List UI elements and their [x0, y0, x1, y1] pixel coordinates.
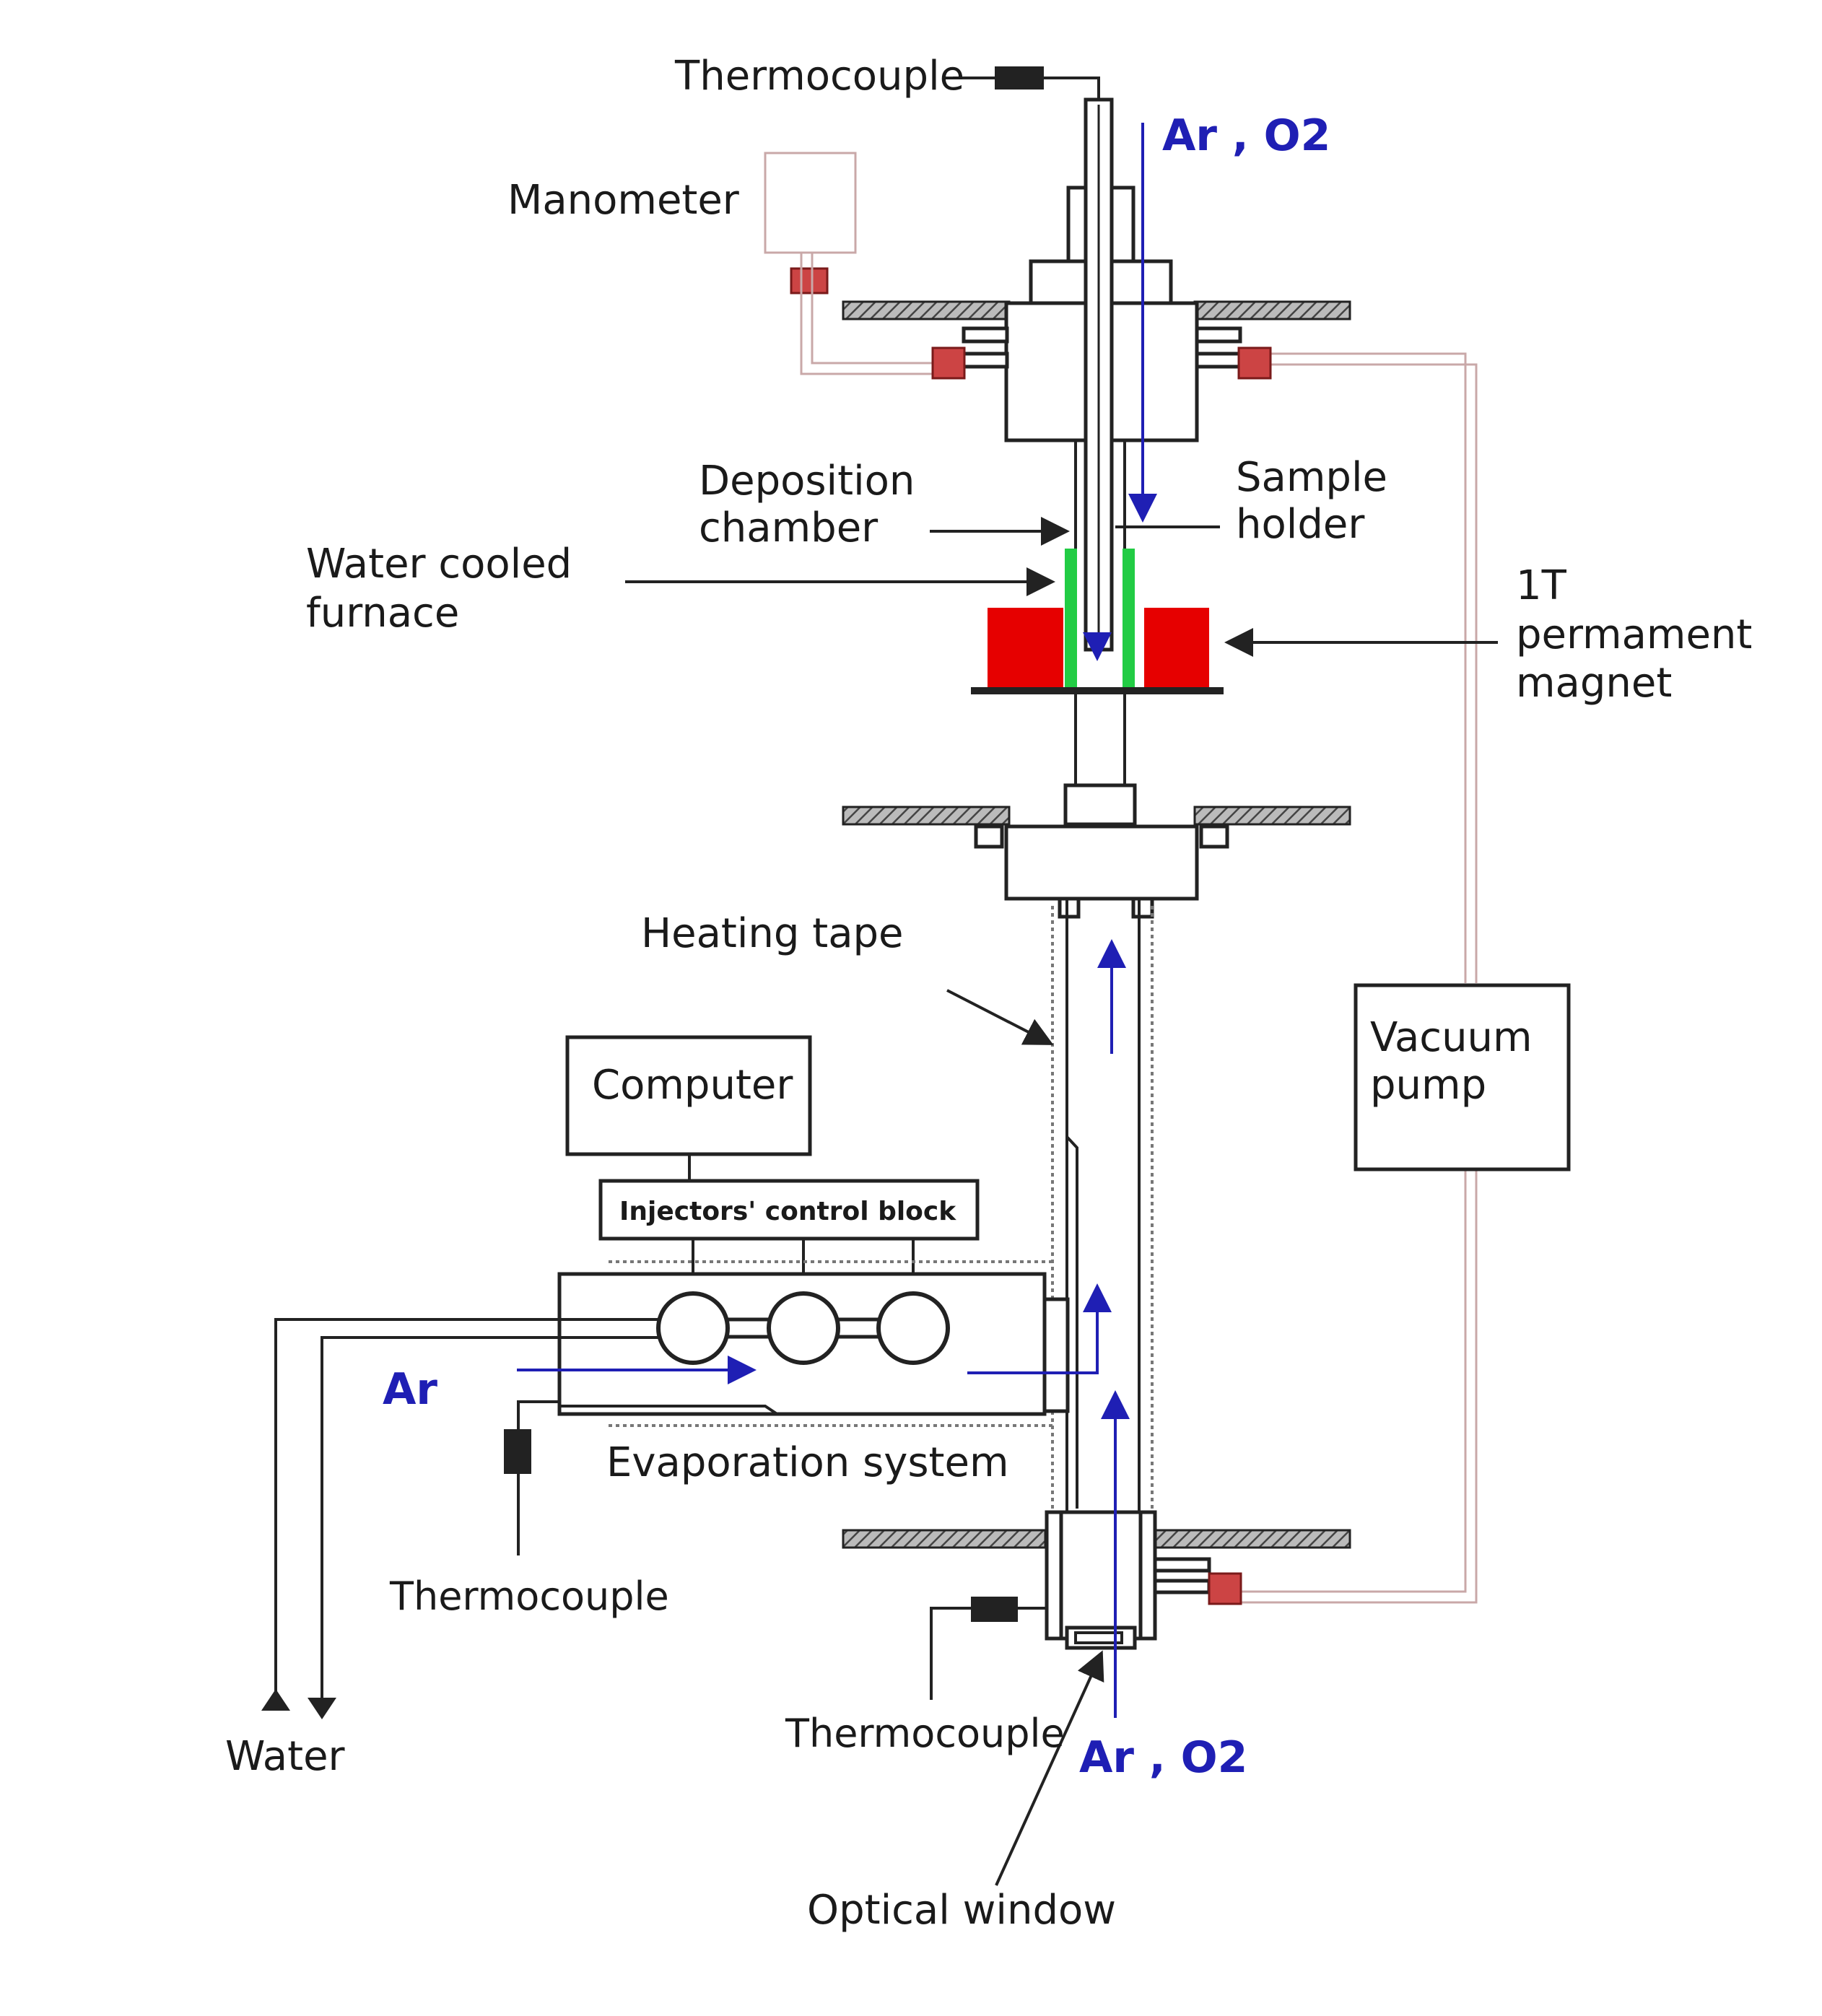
injectors	[656, 1291, 950, 1365]
label-thermocouple-bottom: Thermocouple	[785, 1711, 1065, 1756]
label-thermocouple-left: Thermocouple	[389, 1574, 669, 1619]
water-cooled-furnace	[1065, 549, 1135, 691]
label-optical-window: Optical window	[807, 1887, 1116, 1934]
label-manometer: Manometer	[507, 177, 740, 224]
label-magnet-2: permament	[1516, 611, 1752, 658]
label-computer: Computer	[592, 1062, 793, 1109]
label-heating-tape: Heating tape	[641, 910, 904, 957]
label-magnet-3: magnet	[1516, 660, 1672, 707]
label-thermocouple-top: Thermocouple	[674, 53, 964, 100]
thermocouple-bottom	[930, 1607, 971, 1700]
sample-holder	[1084, 97, 1114, 652]
label-sample-holder-2: holder	[1236, 501, 1365, 548]
label-water: Water	[225, 1733, 346, 1780]
label-vacuum-pump-1: Vacuum	[1370, 1014, 1533, 1061]
leader-arrows	[625, 517, 1498, 1886]
label-deposition-chamber-1: Deposition	[699, 458, 915, 505]
label-water-cooled-furnace-1: Water cooled	[306, 541, 572, 588]
transport-tube	[1051, 899, 1154, 1516]
label-deposition-chamber-2: chamber	[699, 505, 879, 551]
permanent-magnet	[971, 608, 1224, 694]
water-lines	[261, 1318, 658, 1719]
middle-flange	[842, 806, 1351, 919]
thermocouple-left	[504, 1400, 559, 1555]
label-sample-holder-1: Sample	[1236, 454, 1387, 501]
labels: Thermocouple Ar , O2 Manometer Depositio…	[225, 53, 1752, 1934]
bottom-flange	[842, 1510, 1351, 1650]
label-water-cooled-furnace-2: furnace	[306, 590, 459, 637]
gas-flow-arrows	[517, 123, 1157, 1718]
injectors-control-block	[598, 1179, 980, 1292]
label-injectors-control-block: Injectors' control block	[619, 1197, 956, 1226]
computer	[565, 1035, 812, 1181]
label-gas-top: Ar , O2	[1162, 110, 1330, 161]
vacuum-pump	[1354, 983, 1571, 1171]
vacuum-line	[1242, 352, 1478, 1604]
label-vacuum-pump-2: pump	[1370, 1062, 1486, 1109]
label-magnet-1: 1T	[1516, 562, 1567, 609]
manometer	[764, 152, 935, 375]
label-gas-ar: Ar	[383, 1364, 437, 1415]
label-gas-bottom: Ar , O2	[1079, 1732, 1247, 1783]
optical-window	[1074, 1631, 1123, 1644]
label-evaporation-system: Evaporation system	[606, 1439, 1009, 1486]
thermocouple-top	[953, 66, 1100, 101]
